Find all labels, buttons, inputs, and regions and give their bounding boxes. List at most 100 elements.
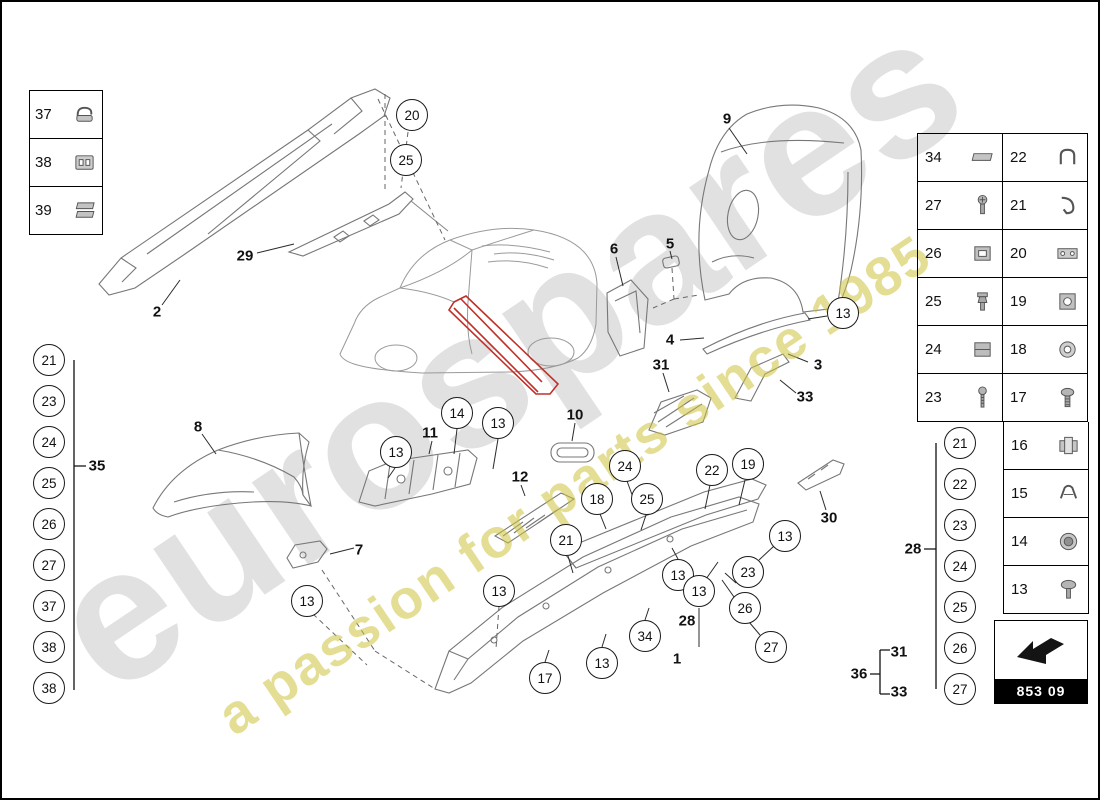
callout-18[interactable]: 18 [581,483,613,515]
callout-23[interactable]: 23 [732,556,764,588]
fastener-cell-26[interactable]: 26 [918,230,1003,278]
large-screw-icon [1055,386,1080,409]
hardware-row-37[interactable]: 37 [30,91,103,139]
callout-38[interactable]: 38 [33,631,65,663]
fastener-cell-14[interactable]: 14 [1004,518,1089,566]
part-ref-9[interactable]: 9 [722,110,732,128]
part-ref-7[interactable]: 7 [354,541,364,559]
callout-13[interactable]: 13 [769,520,801,552]
fastener-cell-25[interactable]: 25 [918,278,1003,326]
callout-24[interactable]: 24 [33,426,65,458]
callout-27[interactable]: 27 [944,673,976,705]
fastener-cell-24[interactable]: 24 [918,326,1003,374]
expander-rivet-icon [970,290,995,313]
part-ref-28[interactable]: 28 [678,612,696,630]
hardware-row-39[interactable]: 39 [30,187,103,235]
part-ref-31[interactable]: 31 [652,356,670,374]
callout-13[interactable]: 13 [380,436,412,468]
part-number: 37 [35,106,52,123]
fastener-cell-21[interactable]: 21 [1003,182,1088,230]
fastener-cell-23[interactable]: 23 [918,374,1003,422]
flanged-nut-icon [1056,530,1081,553]
part-ref-4[interactable]: 4 [665,331,675,349]
part-ref-33[interactable]: 33 [796,388,814,406]
callout-number: 24 [617,458,633,474]
part-number: 15 [1011,485,1028,502]
part-code: 853 09 [995,679,1087,703]
callout-24[interactable]: 24 [609,450,641,482]
part-ref-12[interactable]: 12 [511,468,529,486]
callout-21[interactable]: 21 [944,427,976,459]
group-35-label: 35 [88,457,106,475]
callout-19[interactable]: 19 [732,448,764,480]
callout-number: 23 [740,564,756,580]
callout-22[interactable]: 22 [944,468,976,500]
callout-24[interactable]: 24 [944,550,976,582]
fastener-cell-34[interactable]: 34 [918,134,1003,182]
fastener-cell-18[interactable]: 18 [1003,326,1088,374]
callout-13[interactable]: 13 [586,647,618,679]
part-ref-6[interactable]: 6 [609,240,619,258]
part-ref-11[interactable]: 11 [422,424,438,442]
callout-34[interactable]: 34 [629,620,661,652]
callout-13[interactable]: 13 [683,575,715,607]
fastener-cell-20[interactable]: 20 [1003,230,1088,278]
part-ref-29[interactable]: 29 [236,247,254,265]
callout-23[interactable]: 23 [33,385,65,417]
part-ref-30[interactable]: 30 [820,509,838,527]
callout-number: 25 [398,152,414,168]
group-36-label: 36 [850,665,868,683]
callout-13[interactable]: 13 [482,407,514,439]
callout-13[interactable]: 13 [291,585,323,617]
part-number: 27 [925,197,942,214]
part-number: 16 [1011,437,1028,454]
fastener-cell-19[interactable]: 19 [1003,278,1088,326]
callout-27[interactable]: 27 [33,549,65,581]
fastener-cell-13[interactable]: 13 [1004,566,1089,614]
callout-26[interactable]: 26 [33,508,65,540]
callout-38[interactable]: 38 [33,672,65,704]
callout-number: 19 [740,456,756,472]
part-12-strip [493,492,576,544]
legend-ref-33[interactable]: 33 [890,683,908,701]
legend-ref-31[interactable]: 31 [890,643,908,661]
part-ref-8[interactable]: 8 [193,418,203,436]
callout-25[interactable]: 25 [944,591,976,623]
callout-number: 13 [777,528,793,544]
fastener-cell-27[interactable]: 27 [918,182,1003,230]
callout-20[interactable]: 20 [396,99,428,131]
part-ref-2[interactable]: 2 [152,303,162,321]
callout-25[interactable]: 25 [631,483,663,515]
callout-26[interactable]: 26 [729,592,761,624]
callout-13[interactable]: 13 [827,297,859,329]
callout-17[interactable]: 17 [529,662,561,694]
callout-number: 22 [704,462,720,478]
leader-lines [161,127,828,663]
callout-23[interactable]: 23 [944,509,976,541]
callout-22[interactable]: 22 [696,454,728,486]
callout-21[interactable]: 21 [33,344,65,376]
fastener-cell-22[interactable]: 22 [1003,134,1088,182]
callout-25[interactable]: 25 [33,467,65,499]
hardware-row-38[interactable]: 38 [30,139,103,187]
part-ref-10[interactable]: 10 [566,406,584,424]
callout-number: 17 [537,670,553,686]
callout-25[interactable]: 25 [390,144,422,176]
callout-number: 26 [737,600,753,616]
part-9-rear-fender [698,104,863,313]
spring-clamp-icon [72,103,97,126]
callout-13[interactable]: 13 [483,575,515,607]
fastener-cell-16[interactable]: 16 [1004,422,1089,470]
part-ref-1[interactable]: 1 [672,650,682,668]
callout-14[interactable]: 14 [441,397,473,429]
part-ref-3[interactable]: 3 [813,356,823,374]
callout-26[interactable]: 26 [944,632,976,664]
fastener-cell-15[interactable]: 15 [1004,470,1089,518]
part-29-rail [287,191,449,257]
part-ref-5[interactable]: 5 [665,235,675,253]
callout-21[interactable]: 21 [550,524,582,556]
callout-27[interactable]: 27 [755,631,787,663]
callout-37[interactable]: 37 [33,590,65,622]
fastener-cell-17[interactable]: 17 [1003,374,1088,422]
